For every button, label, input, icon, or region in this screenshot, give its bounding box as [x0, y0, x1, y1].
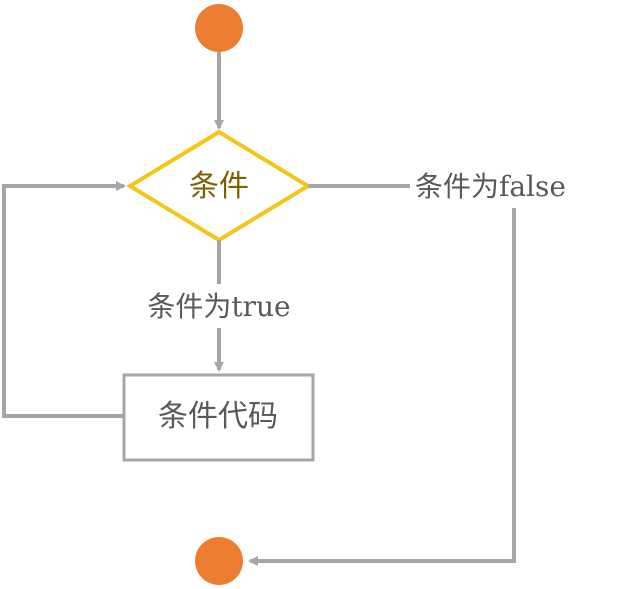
- body-node: [122, 373, 315, 462]
- connector-loop-back: [2, 181, 126, 418]
- start-node: [195, 4, 243, 52]
- true-branch-label: 条件为true: [147, 290, 290, 323]
- body-label: 条件代码: [158, 399, 278, 434]
- false-branch-label: 条件为false: [415, 170, 566, 203]
- condition-label: 条件: [189, 169, 249, 204]
- end-node: [195, 537, 243, 585]
- connector-false-to-end: [248, 208, 516, 566]
